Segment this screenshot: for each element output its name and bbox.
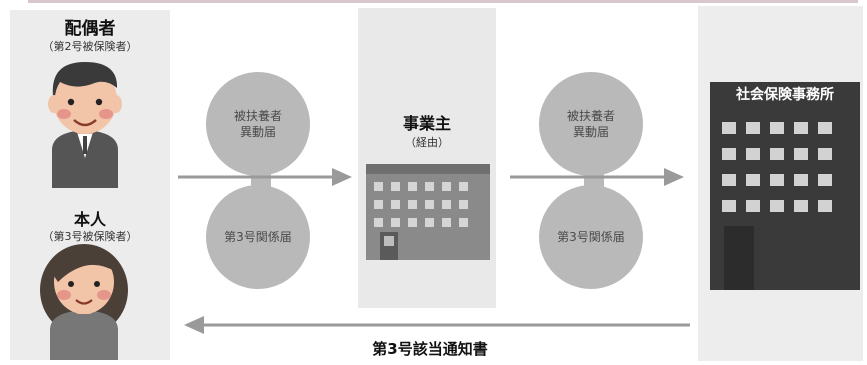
top-divider [28,0,858,3]
spouse-title: 配偶者 [64,19,116,39]
category3-form-label-left: 第3号関係届 [224,229,292,244]
dependent-change-form-circle-right: 被扶養者 異動届 [539,72,643,176]
employer-subtitle: （経由） [405,136,449,149]
spouse-man-icon [48,62,122,188]
return-notice-label: 第3号該当通知書 [372,340,488,358]
circle-connector-left [251,168,271,190]
self-subtitle: （第3号被保険者） [42,230,138,243]
submit-arrow-left [178,168,352,186]
submit-arrow-right [510,168,684,186]
category3-form-label-right: 第3号関係届 [557,229,625,244]
category3-form-circle-right: 第3号関係届 [539,185,643,289]
office-windows [722,122,832,212]
dependent-change-form-label-left: 被扶養者 異動届 [233,108,282,139]
return-notice-arrow [184,316,690,334]
employer-title: 事業主 [402,114,451,133]
circle-connector-right [584,168,604,190]
self-woman-icon [40,244,128,360]
category3-form-circle-left: 第3号関係届 [206,185,310,289]
office-entrance [724,226,754,290]
employer-building-icon [366,164,490,260]
self-title: 本人 [73,210,106,229]
dependent-change-form-label-right: 被扶養者 異動届 [566,108,615,139]
office-title: 社会保険事務所 [736,87,834,103]
dependent-change-form-circle-left: 被扶養者 異動届 [206,72,310,176]
spouse-subtitle: （第2号被保険者） [42,40,138,53]
